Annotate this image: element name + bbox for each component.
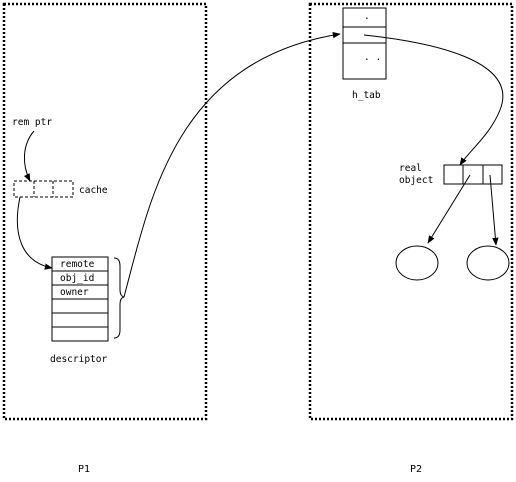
rem-ptr-arrow (23, 130, 35, 182)
descriptor-table (51, 256, 109, 342)
real-object-label-line2: object (399, 175, 433, 186)
process-box-p1 (2, 2, 208, 421)
real-object-to-right-ellipse-arrow (489, 174, 499, 246)
descriptor-field-remote: remote (60, 259, 95, 270)
descriptor-field-owner: owner (60, 287, 89, 298)
descriptor-brace (113, 257, 125, 339)
real-object-to-left-ellipse-arrow (427, 174, 471, 244)
p1-label: P1 (78, 464, 90, 475)
h-tab-label: h_tab (352, 90, 381, 101)
descriptor-field-obj-id: obj_id (60, 273, 94, 284)
cache-box (13, 180, 74, 198)
object-ellipse-right (466, 245, 510, 281)
real-object-box (443, 164, 503, 185)
h-tab-top-dot: . (364, 11, 370, 22)
descriptor-to-htab-arrow (123, 31, 341, 298)
cache-label: cache (79, 185, 108, 196)
real-object-label-line1: real (399, 163, 422, 174)
h-tab-table (342, 7, 387, 80)
rem-ptr-label: rem ptr (12, 117, 52, 128)
p2-label: P2 (410, 464, 422, 475)
cache-to-descriptor-arrow (16, 196, 53, 270)
htab-to-real-object-arrow (363, 34, 504, 166)
h-tab-bottom-dots: . . (364, 52, 381, 63)
object-ellipse-left (395, 245, 439, 281)
descriptor-label: descriptor (50, 354, 107, 365)
process-box-p2 (308, 2, 514, 421)
